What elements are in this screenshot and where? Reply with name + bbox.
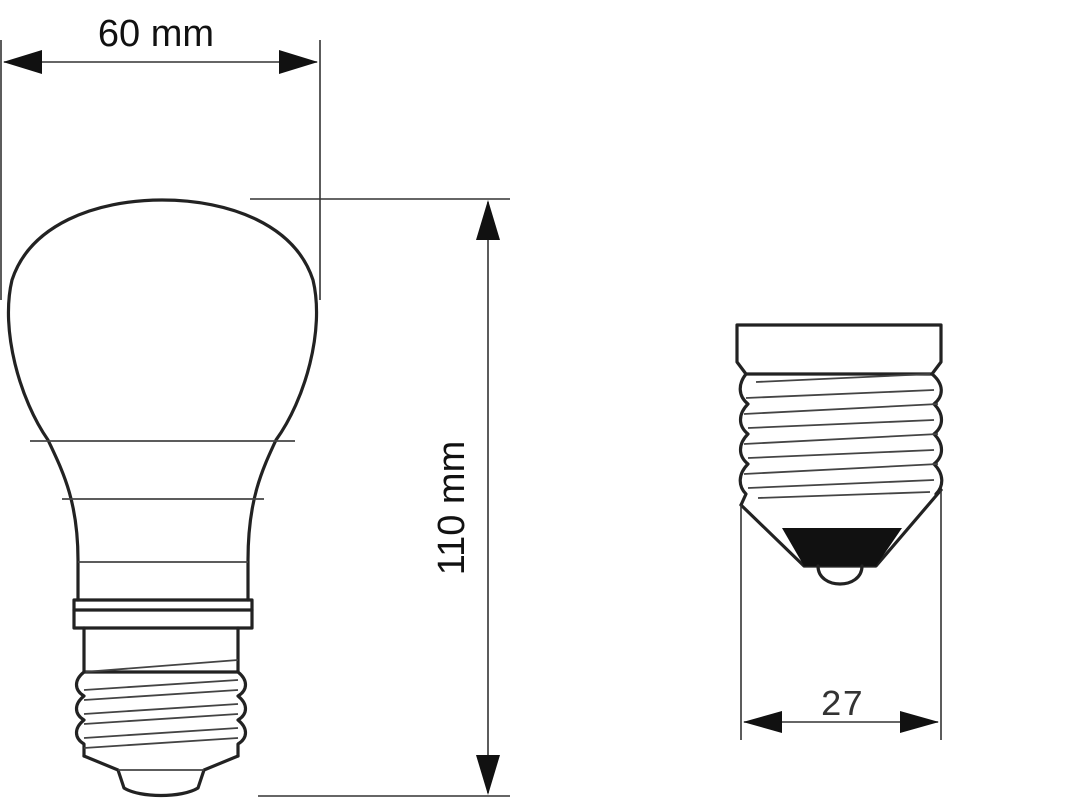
bulb-thread-line-1 bbox=[83, 679, 239, 691]
width-arrow-right bbox=[279, 50, 318, 74]
base-thread-line-1 bbox=[755, 373, 931, 383]
base-thread-line-7 bbox=[743, 463, 939, 475]
height-arrow-bottom bbox=[476, 755, 500, 795]
bulb-thread-line-3 bbox=[83, 703, 239, 715]
height-dimension: 110 mm bbox=[250, 198, 510, 797]
base-thread-line-5 bbox=[743, 433, 939, 445]
bulb-thread-line-6 bbox=[83, 737, 239, 749]
width-dimension: 60 mm bbox=[0, 13, 321, 300]
base-arrow-right bbox=[900, 711, 939, 733]
base-thread-line-8 bbox=[747, 479, 935, 489]
base-dimension: 27 bbox=[740, 490, 942, 740]
bulb-globe bbox=[6, 198, 319, 602]
bulb-thread-right bbox=[236, 670, 248, 758]
base-contact-tip bbox=[816, 564, 864, 586]
base-top-rim bbox=[735, 323, 943, 376]
width-label: 60 mm bbox=[98, 13, 214, 55]
bulb-collar bbox=[72, 598, 254, 612]
bulb-base-top bbox=[82, 626, 240, 674]
base-detail-drawing bbox=[735, 323, 944, 586]
base-thread-left bbox=[738, 372, 750, 507]
base-label: 27 bbox=[820, 685, 863, 726]
bulb-thread-left bbox=[74, 670, 86, 758]
width-arrow-left bbox=[3, 50, 42, 74]
bulb-thread-line-5 bbox=[83, 727, 239, 739]
bulb-base-tip bbox=[82, 754, 240, 798]
height-arrow-top bbox=[476, 200, 500, 240]
bulb-thread-line-2 bbox=[83, 689, 239, 701]
bulb-drawing bbox=[6, 198, 319, 798]
base-thread-line-4 bbox=[747, 419, 935, 429]
bulb-collar-lower bbox=[72, 608, 254, 630]
base-thread-line-2 bbox=[745, 389, 935, 399]
base-cone-line bbox=[757, 491, 931, 499]
bulb-thread-line-4 bbox=[83, 713, 239, 725]
base-thread-line-6 bbox=[747, 449, 935, 459]
base-insulator bbox=[782, 528, 902, 566]
bulb-base-diag bbox=[83, 659, 239, 673]
base-thread-line-3 bbox=[743, 403, 939, 415]
base-arrow-left bbox=[743, 711, 782, 733]
height-label: 110 mm bbox=[431, 441, 473, 575]
